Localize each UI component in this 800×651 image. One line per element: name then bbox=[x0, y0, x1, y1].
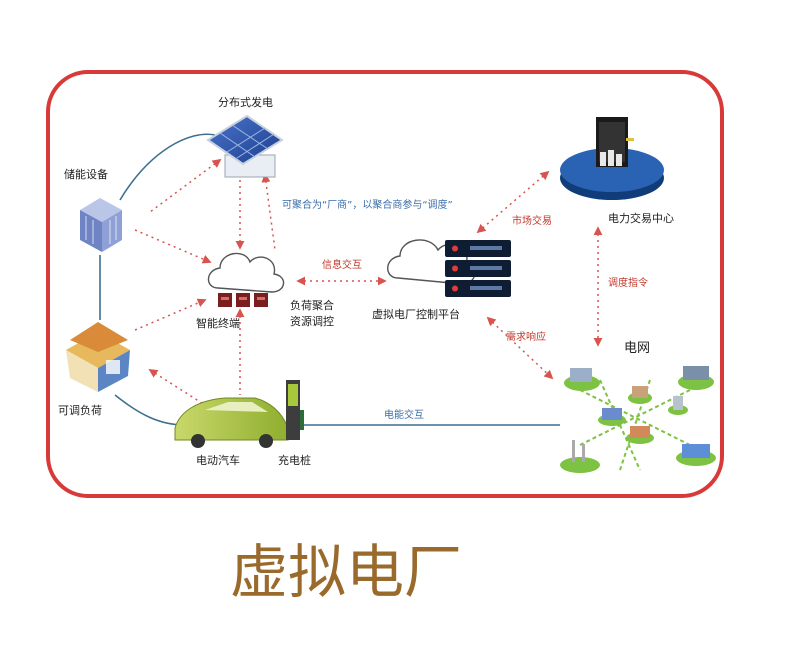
label-solar: 分布式发电 bbox=[218, 95, 273, 109]
label-dispatch-center: 电力交易中心 bbox=[608, 211, 674, 225]
power-grid-icon bbox=[560, 366, 716, 473]
label-ev: 电动汽车 bbox=[196, 453, 240, 467]
house-icon bbox=[66, 322, 130, 392]
note-text: 可聚合为“厂商”，以聚合商参与“调度” bbox=[282, 198, 453, 211]
solar-panel-icon bbox=[206, 114, 284, 178]
label-home: 可调负荷 bbox=[58, 403, 102, 417]
storage-device-icon bbox=[80, 198, 122, 252]
label-storage: 储能设备 bbox=[64, 167, 108, 181]
label-aggregator-line1: 负荷聚合 bbox=[290, 298, 334, 312]
label-aggregator-line2: 资源调控 bbox=[290, 314, 334, 328]
caption-title: 虚拟电厂 bbox=[230, 538, 462, 606]
label-charger: 充电桩 bbox=[278, 453, 311, 467]
aggregator-cloud-icon bbox=[207, 252, 285, 307]
label-link-left: 信息交互 bbox=[322, 258, 362, 271]
label-grid: 电网 bbox=[624, 341, 650, 356]
vpp-platform-icon bbox=[387, 239, 511, 297]
label-vpp-platform: 虚拟电厂控制平台 bbox=[372, 307, 460, 321]
charger-icon bbox=[286, 380, 304, 440]
label-link-vertical: 调度指令 bbox=[608, 276, 648, 289]
label-link-bottom: 电能交互 bbox=[384, 408, 424, 421]
label-cloud-gateway: 智能终端 bbox=[196, 316, 240, 330]
label-link-right-mid: 需求响应 bbox=[506, 330, 546, 343]
label-link-top-right: 市场交易 bbox=[512, 214, 552, 227]
dotted-arrows bbox=[134, 158, 603, 406]
solid-connection-lines bbox=[99, 133, 560, 426]
dispatch-center-icon bbox=[560, 117, 664, 200]
